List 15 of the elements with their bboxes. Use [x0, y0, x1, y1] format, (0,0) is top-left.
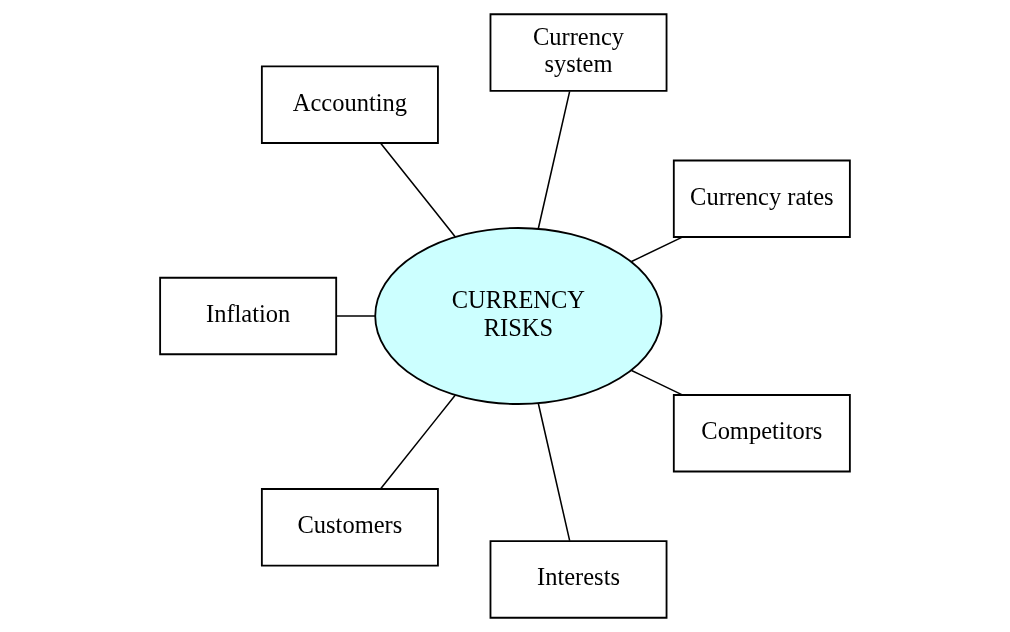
node-box: Interests — [489, 540, 668, 619]
node-box: Customers — [260, 488, 439, 567]
connector — [380, 142, 456, 238]
connector — [630, 236, 684, 263]
connector — [537, 402, 571, 542]
node-box: Currency rates — [672, 159, 851, 238]
connector — [335, 315, 376, 317]
node-box: Currency system — [489, 13, 668, 92]
connector — [380, 394, 456, 490]
connector — [630, 369, 684, 396]
node-box: Inflation — [159, 276, 338, 356]
node-box: Competitors — [672, 394, 851, 473]
node-ellipse: CURRENCY RISKS — [374, 227, 663, 405]
node-box: Accounting — [260, 65, 439, 144]
connector — [537, 90, 571, 230]
